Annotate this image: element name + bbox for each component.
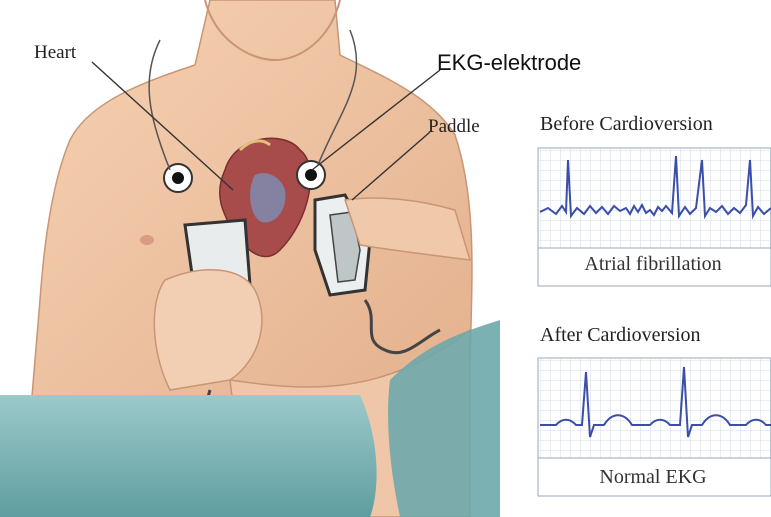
nipple xyxy=(140,235,154,245)
patient-drape xyxy=(0,395,377,517)
heart-label: Heart xyxy=(34,42,76,64)
normal-ekg-caption: Normal EKG xyxy=(538,466,768,489)
after-cardioversion-title: After Cardioversion xyxy=(540,324,701,347)
before-cardioversion-title: Before Cardioversion xyxy=(540,113,713,136)
paddle-label: Paddle xyxy=(428,116,480,138)
atrial-fibrillation-caption: Atrial fibrillation xyxy=(538,253,768,276)
ekg-electrode-label: EKG-elektrode xyxy=(437,50,581,76)
